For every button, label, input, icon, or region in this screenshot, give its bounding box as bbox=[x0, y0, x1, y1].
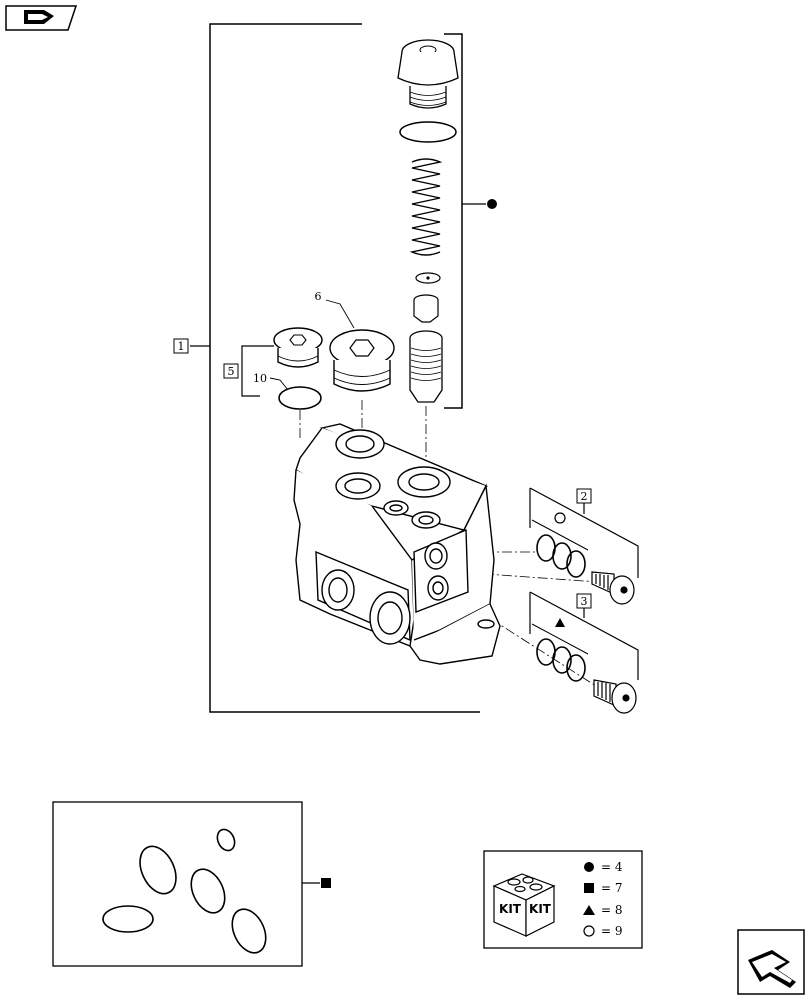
valve-body[interactable] bbox=[293, 423, 501, 665]
relief-cartridge-body[interactable] bbox=[409, 330, 443, 403]
leader-item-6 bbox=[325, 299, 355, 329]
plug-item-6[interactable] bbox=[329, 329, 395, 392]
poppet[interactable] bbox=[413, 294, 439, 323]
cap-o-ring[interactable] bbox=[399, 121, 457, 143]
callout-item-10[interactable]: 10 bbox=[253, 372, 267, 385]
seal-kit-panel[interactable] bbox=[52, 801, 331, 967]
kit-7-square-marker bbox=[321, 878, 331, 888]
svg-text:1: 1 bbox=[178, 340, 185, 353]
plug-item-2[interactable] bbox=[591, 571, 635, 605]
legend-open-circle-icon bbox=[583, 925, 595, 937]
kit-label-left: KIT bbox=[499, 902, 522, 916]
callout-item-6[interactable]: 6 bbox=[315, 290, 322, 303]
legend-filled-circle-icon bbox=[584, 862, 594, 872]
kit-8-triangle-marker bbox=[555, 618, 565, 627]
svg-text:5: 5 bbox=[228, 365, 235, 378]
kit-legend-box: KIT KIT = 4 = 7 = 8 = 9 bbox=[483, 850, 643, 949]
kit-4-circle-marker bbox=[487, 199, 497, 209]
cartridge-group-bracket bbox=[444, 33, 497, 409]
relief-valve-cap[interactable] bbox=[397, 39, 459, 109]
legend-entry-4: = 9 bbox=[601, 924, 623, 938]
kit-box-icon bbox=[492, 873, 556, 937]
kit-o-ring-3 bbox=[102, 905, 154, 933]
o-rings-item-2[interactable] bbox=[536, 534, 586, 578]
assembly-bracket bbox=[190, 23, 480, 713]
legend-filled-triangle-icon bbox=[583, 905, 595, 915]
o-rings-item-3[interactable] bbox=[536, 638, 586, 682]
kit-label-right: KIT bbox=[529, 902, 552, 916]
legend-entry-2: = 7 bbox=[601, 881, 623, 895]
legend-entry-1: = 4 bbox=[601, 860, 623, 874]
next-page-arrow-icon[interactable] bbox=[737, 929, 805, 995]
kit-9-open-circle-marker bbox=[554, 512, 566, 524]
svg-text:2: 2 bbox=[581, 490, 588, 503]
plug-item-3[interactable] bbox=[593, 679, 637, 714]
svg-text:3: 3 bbox=[581, 595, 588, 608]
callout-item-1[interactable]: 1 bbox=[173, 338, 189, 354]
kit-o-ring-small bbox=[216, 828, 236, 852]
callout-item-2[interactable]: 2 bbox=[576, 488, 592, 504]
kit-o-ring-2 bbox=[190, 868, 226, 914]
legend-filled-square-icon bbox=[584, 883, 594, 893]
callout-item-5[interactable]: 5 bbox=[223, 363, 239, 379]
kit-o-ring-1 bbox=[139, 845, 177, 895]
o-ring-item-10[interactable] bbox=[278, 386, 322, 410]
back-navigation-icon[interactable] bbox=[5, 5, 78, 31]
callout-item-3[interactable]: 3 bbox=[576, 593, 592, 609]
kit-o-ring-4 bbox=[231, 908, 267, 954]
relief-spring[interactable] bbox=[409, 158, 443, 256]
plug-item-5[interactable] bbox=[273, 327, 323, 368]
legend-entry-3: = 8 bbox=[601, 903, 623, 917]
leader-item-10 bbox=[269, 377, 289, 391]
